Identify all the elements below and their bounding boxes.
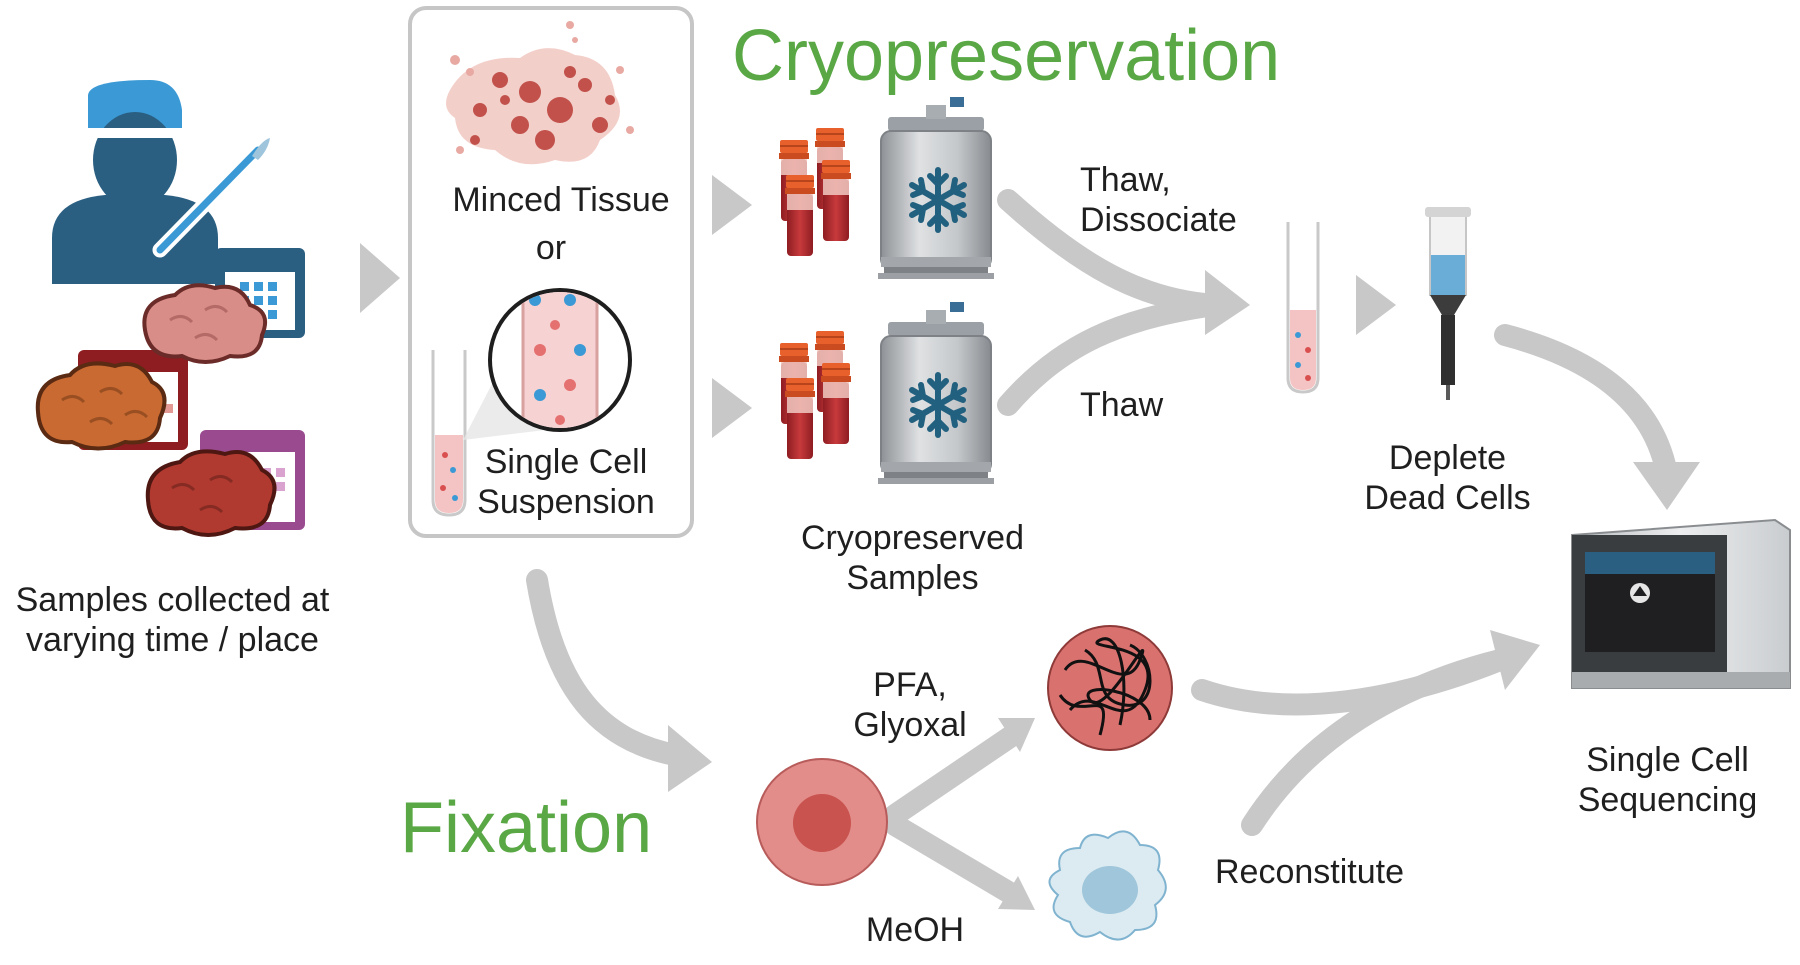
deplete-dead-cells-line-2: Dead Cells [1364, 479, 1531, 517]
tissue-icon-orange [35, 361, 167, 451]
single-cell-suspension-line-1: Single Cell [484, 443, 648, 481]
flow-arrows [360, 175, 1396, 438]
arrow-thaw [997, 294, 1226, 416]
single-cell-sequencing-line-1: Single Cell [1586, 741, 1749, 779]
arrow-column-to-sequencer [1494, 324, 1676, 476]
cryopreserved-samples-label: Cryopreserved Samples [780, 518, 1045, 598]
deplete-dead-cells-line-1: Deplete [1388, 439, 1507, 477]
cryopreserved-samples-line-2: Samples [846, 559, 979, 597]
arrow-heads [668, 270, 1700, 910]
arrow-head-to-sequencer-bottom [1490, 630, 1540, 690]
arrow-reconstitute-to-sequencer [1241, 649, 1511, 836]
cryovial-icon-bottom [779, 331, 851, 459]
arrow-head-to-fixation [668, 725, 712, 792]
meoh-label: MeOH [865, 911, 965, 949]
single-cell-sequencing-label: Single Cell Sequencing [1555, 740, 1780, 820]
thaw-dissociate-line-1: Thaw, [1080, 161, 1171, 199]
cryovial-icon-top [779, 128, 851, 256]
fixation-title: Fixation [400, 788, 653, 868]
sequencer-icon [1571, 518, 1791, 689]
cell-icon-meoh-fixed [1048, 830, 1167, 941]
arrow-samples-to-prep [360, 243, 400, 313]
cell-icon-pfa-fixed [1047, 625, 1173, 751]
single-cell-suspension-line-2: Suspension [477, 483, 655, 521]
single-cell-suspension-label: Single Cell Suspension [460, 442, 672, 522]
arrow-cell-to-pfa [884, 726, 1021, 826]
pfa-glyoxal-label: PFA, Glyoxal [840, 665, 980, 745]
reconstitute-label: Reconstitute [1215, 853, 1404, 891]
samples-collected-line-1: Samples collected at [15, 581, 330, 619]
tissue-icon-pink [142, 283, 267, 364]
or-label: or [535, 229, 567, 267]
minced-tissue-icon [446, 21, 634, 165]
samples-collected-line-2: varying time / place [26, 621, 319, 659]
deplete-dead-cells-label: Deplete Dead Cells [1340, 438, 1555, 518]
arrow-tube-to-column [1356, 275, 1396, 335]
arrow-head-to-meoh-cell [998, 876, 1035, 910]
minced-tissue-label: Minced Tissue [452, 181, 670, 219]
arrow-head-to-sequencer [1633, 462, 1700, 510]
arrow-prep-to-fixation [526, 569, 686, 766]
single-cell-sequencing-line-2: Sequencing [1577, 781, 1758, 819]
thaw-dissociate-line-2: Dissociate [1080, 201, 1237, 239]
surgeon-icon [52, 80, 218, 284]
cryopreserved-samples-line-1: Cryopreserved [801, 519, 1024, 557]
thaw-label: Thaw [1080, 386, 1164, 424]
pfa-glyoxal-line-2: Glyoxal [853, 706, 967, 744]
magnifier-icon [488, 288, 632, 432]
arrow-head-to-pfa-cell [998, 718, 1035, 752]
cell-icon-fresh [756, 758, 888, 886]
arrow-prep-to-cryo-bottom [712, 378, 752, 438]
test-tube-icon-thawed [1286, 222, 1320, 394]
arrow-head-to-tube [1205, 270, 1250, 335]
scalpel-icon [152, 138, 270, 258]
curved-arrows [526, 189, 1676, 904]
arrow-cell-to-meoh [884, 814, 1021, 904]
pfa-glyoxal-line-1: PFA, [873, 666, 947, 704]
thaw-dissociate-label: Thaw, Dissociate [1080, 160, 1237, 240]
arrow-prep-to-cryo-top [712, 175, 752, 235]
syringe-column-icon [1425, 207, 1471, 400]
cryopreservation-title: Cryopreservation [732, 16, 1281, 96]
tissue-icon-red [145, 449, 277, 537]
samples-collected-label: Samples collected at varying time / plac… [0, 580, 345, 660]
